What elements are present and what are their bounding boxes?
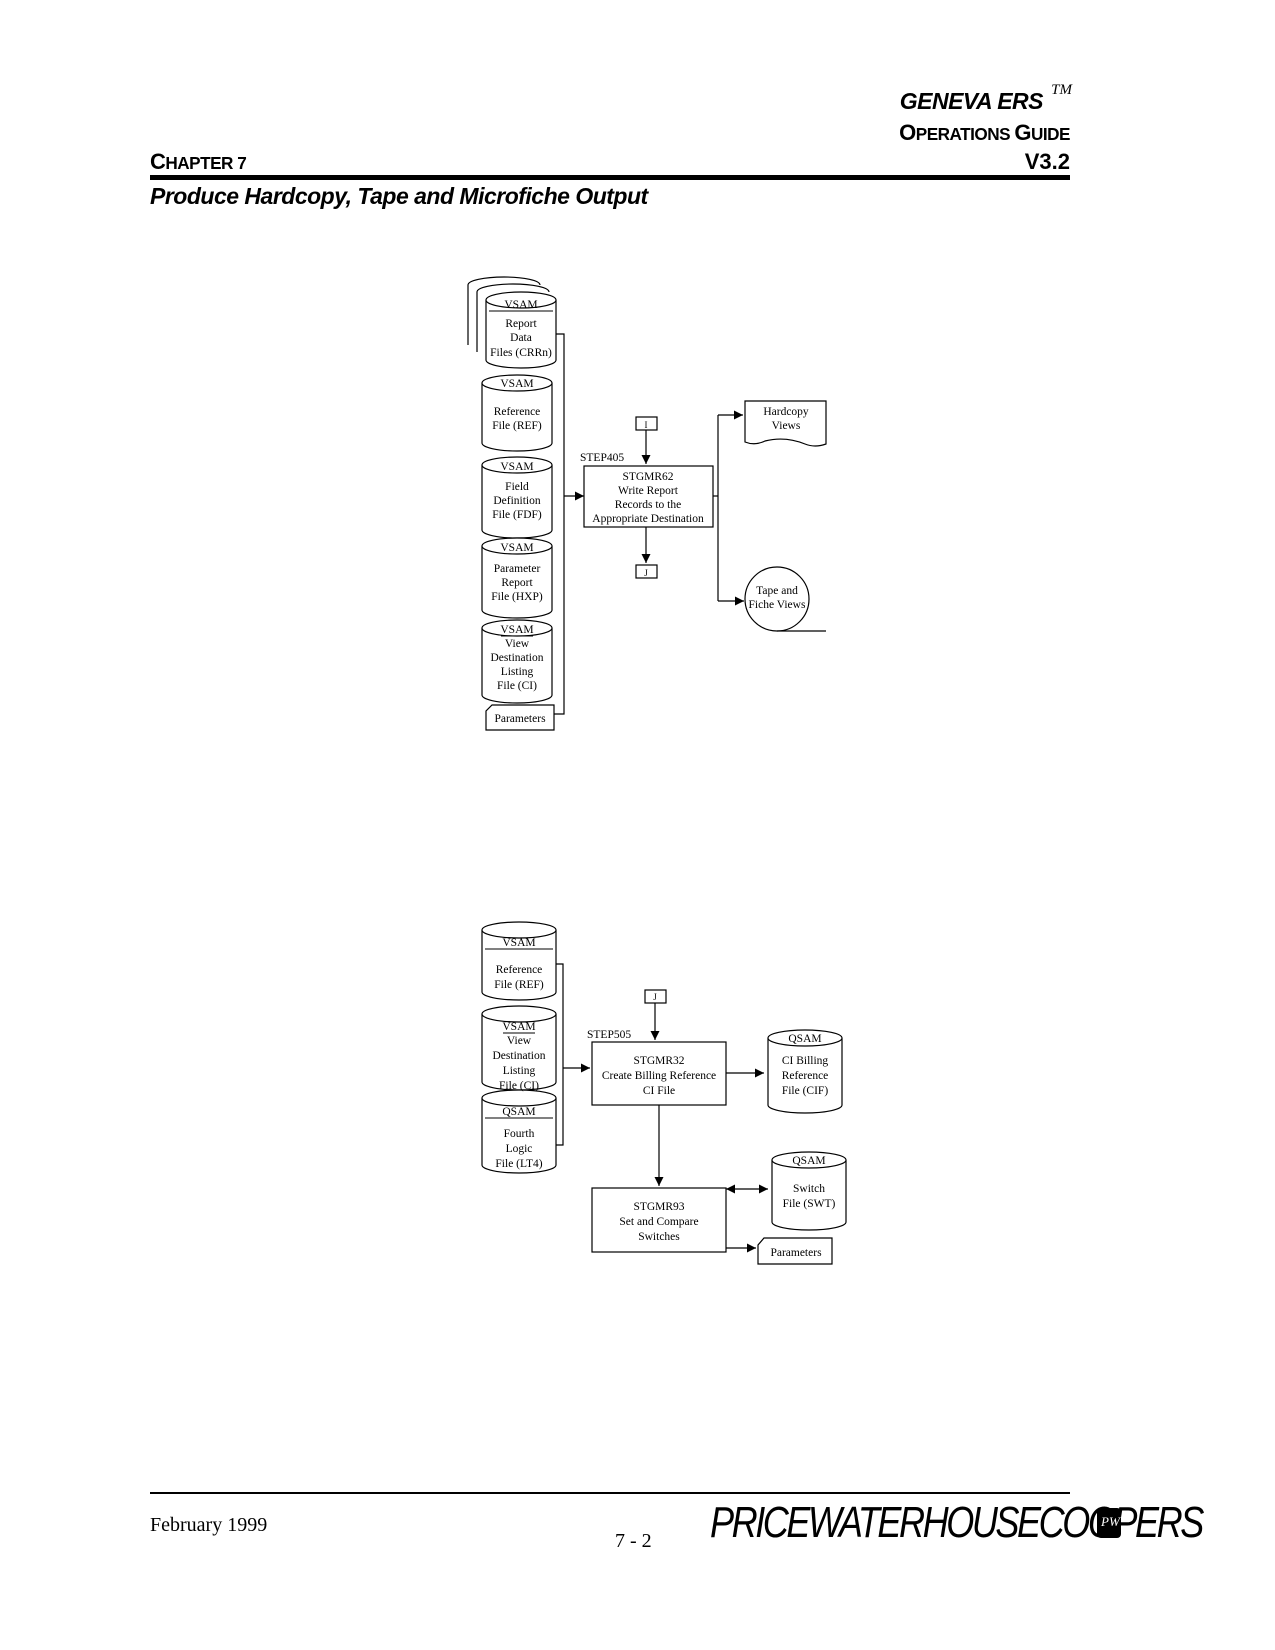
type-label: VSAM [500, 378, 533, 390]
diagram-2 [481, 921, 847, 1265]
input-label: Listing [501, 666, 534, 678]
type-label: VSAM [500, 461, 533, 473]
output-label: Switch [793, 1183, 825, 1195]
type-label: VSAM [502, 937, 535, 949]
input-label: File (CI) [499, 1080, 539, 1092]
cylinder-switch-file [771, 1151, 847, 1231]
input-label: Reference [494, 406, 541, 418]
diagram-1 [467, 276, 827, 731]
output-label: File (SWT) [783, 1198, 836, 1210]
input-label: File (HXP) [491, 591, 543, 603]
tape-output [744, 566, 826, 632]
cylinder-view-destination-file [481, 619, 553, 704]
process-label: STGMR32 [633, 1055, 684, 1067]
cylinder-view-destination-file-2 [481, 1005, 557, 1091]
cylinder-reference-file-2 [481, 921, 557, 1001]
output-label: Hardcopy [763, 406, 809, 418]
chapter-label: CHAPTER 7 [150, 149, 247, 174]
parameters-card-1 [485, 704, 555, 731]
process-label: Create Billing Reference [602, 1070, 716, 1082]
process-label: CI File [643, 1085, 675, 1097]
cylinder-field-definition-file [481, 456, 553, 539]
parameters-label: Parameters [770, 1247, 822, 1259]
header-rule [150, 175, 1070, 180]
input-label: File (REF) [492, 420, 542, 432]
type-label: VSAM [500, 624, 533, 636]
process-label: Records to the [615, 499, 681, 511]
process-label: STGMR93 [633, 1201, 684, 1213]
cylinder-fourth-logic-file [481, 1089, 557, 1174]
process-label: Write Report [618, 485, 679, 497]
type-label: QSAM [788, 1033, 821, 1045]
process-stgmr62 [583, 465, 714, 528]
type-label: VSAM [504, 299, 537, 311]
connector-j [635, 564, 658, 579]
logo-mark-icon: PW [1097, 1508, 1121, 1538]
input-label: Definition [493, 495, 541, 507]
parameters-card-2 [757, 1237, 833, 1265]
input-label: Logic [506, 1143, 533, 1155]
input-label: Destination [492, 1050, 545, 1062]
output-label: File (CIF) [782, 1085, 828, 1097]
output-label: CI Billing [782, 1055, 829, 1067]
input-label: Field [505, 481, 529, 493]
cylinder-reference-file [481, 374, 553, 452]
output-label: Reference [782, 1070, 829, 1082]
connector-label: J [644, 568, 648, 578]
type-label: VSAM [502, 1021, 535, 1033]
footer-rule [150, 1492, 1070, 1494]
cylinder-report-data-files [485, 291, 557, 369]
input-label: File (FDF) [492, 509, 542, 521]
hardcopy-output [744, 400, 827, 447]
input-label: File (CI) [497, 680, 537, 692]
input-label: Reference [496, 964, 543, 976]
input-label: View [505, 638, 530, 650]
output-label: Fiche Views [749, 599, 806, 611]
guide-title: OPERATIONS GUIDE [899, 120, 1070, 145]
type-label: VSAM [500, 542, 533, 554]
process-label: Set and Compare [619, 1216, 698, 1228]
process-label: Appropriate Destination [592, 513, 704, 525]
cylinder-ci-billing-file [767, 1029, 843, 1114]
input-label: File (REF) [494, 979, 544, 991]
type-label: QSAM [502, 1106, 535, 1118]
process-label: STGMR62 [622, 471, 673, 483]
output-label: Tape and [756, 585, 798, 597]
version-label: V3.2 [1024, 149, 1070, 174]
diagram-1-labels: VSAM Report Data Files (CRRn) VSAM Refer… [489, 299, 809, 725]
input-label: Report [505, 318, 537, 330]
page-number: 7 - 2 [615, 1530, 652, 1552]
diagram-2-labels: VSAM Reference File (REF) VSAM View Dest… [485, 937, 836, 1259]
parameters-label: Parameters [494, 713, 546, 725]
input-label: Fourth [504, 1128, 535, 1140]
input-label: Data [510, 332, 532, 344]
process-label: Switches [638, 1231, 680, 1243]
cylinder-parameter-report-file [481, 537, 553, 619]
type-label: QSAM [792, 1155, 825, 1167]
company-logo: PRICEWATERHOUSECOOPERS [710, 1498, 1204, 1547]
step-label: STEP505 [587, 1029, 631, 1041]
input-label: Files (CRRn) [490, 347, 552, 359]
connector-label: J [653, 992, 657, 1002]
input-label: Parameter [494, 563, 541, 575]
output-label: Views [772, 420, 801, 432]
product-name: GENEVA ERS [899, 88, 1044, 114]
input-label: Listing [503, 1065, 536, 1077]
section-title: Produce Hardcopy, Tape and Microfiche Ou… [150, 183, 648, 209]
step-label: STEP405 [580, 452, 624, 464]
input-label: File (LT4) [495, 1158, 542, 1170]
input-label: Report [501, 577, 533, 589]
process-stgmr93 [591, 1187, 727, 1253]
connector-label: I [645, 420, 648, 430]
trademark-symbol: TM [1051, 82, 1072, 98]
input-label: Destination [490, 652, 543, 664]
input-label: View [507, 1035, 532, 1047]
footer-date: February 1999 [150, 1514, 268, 1536]
